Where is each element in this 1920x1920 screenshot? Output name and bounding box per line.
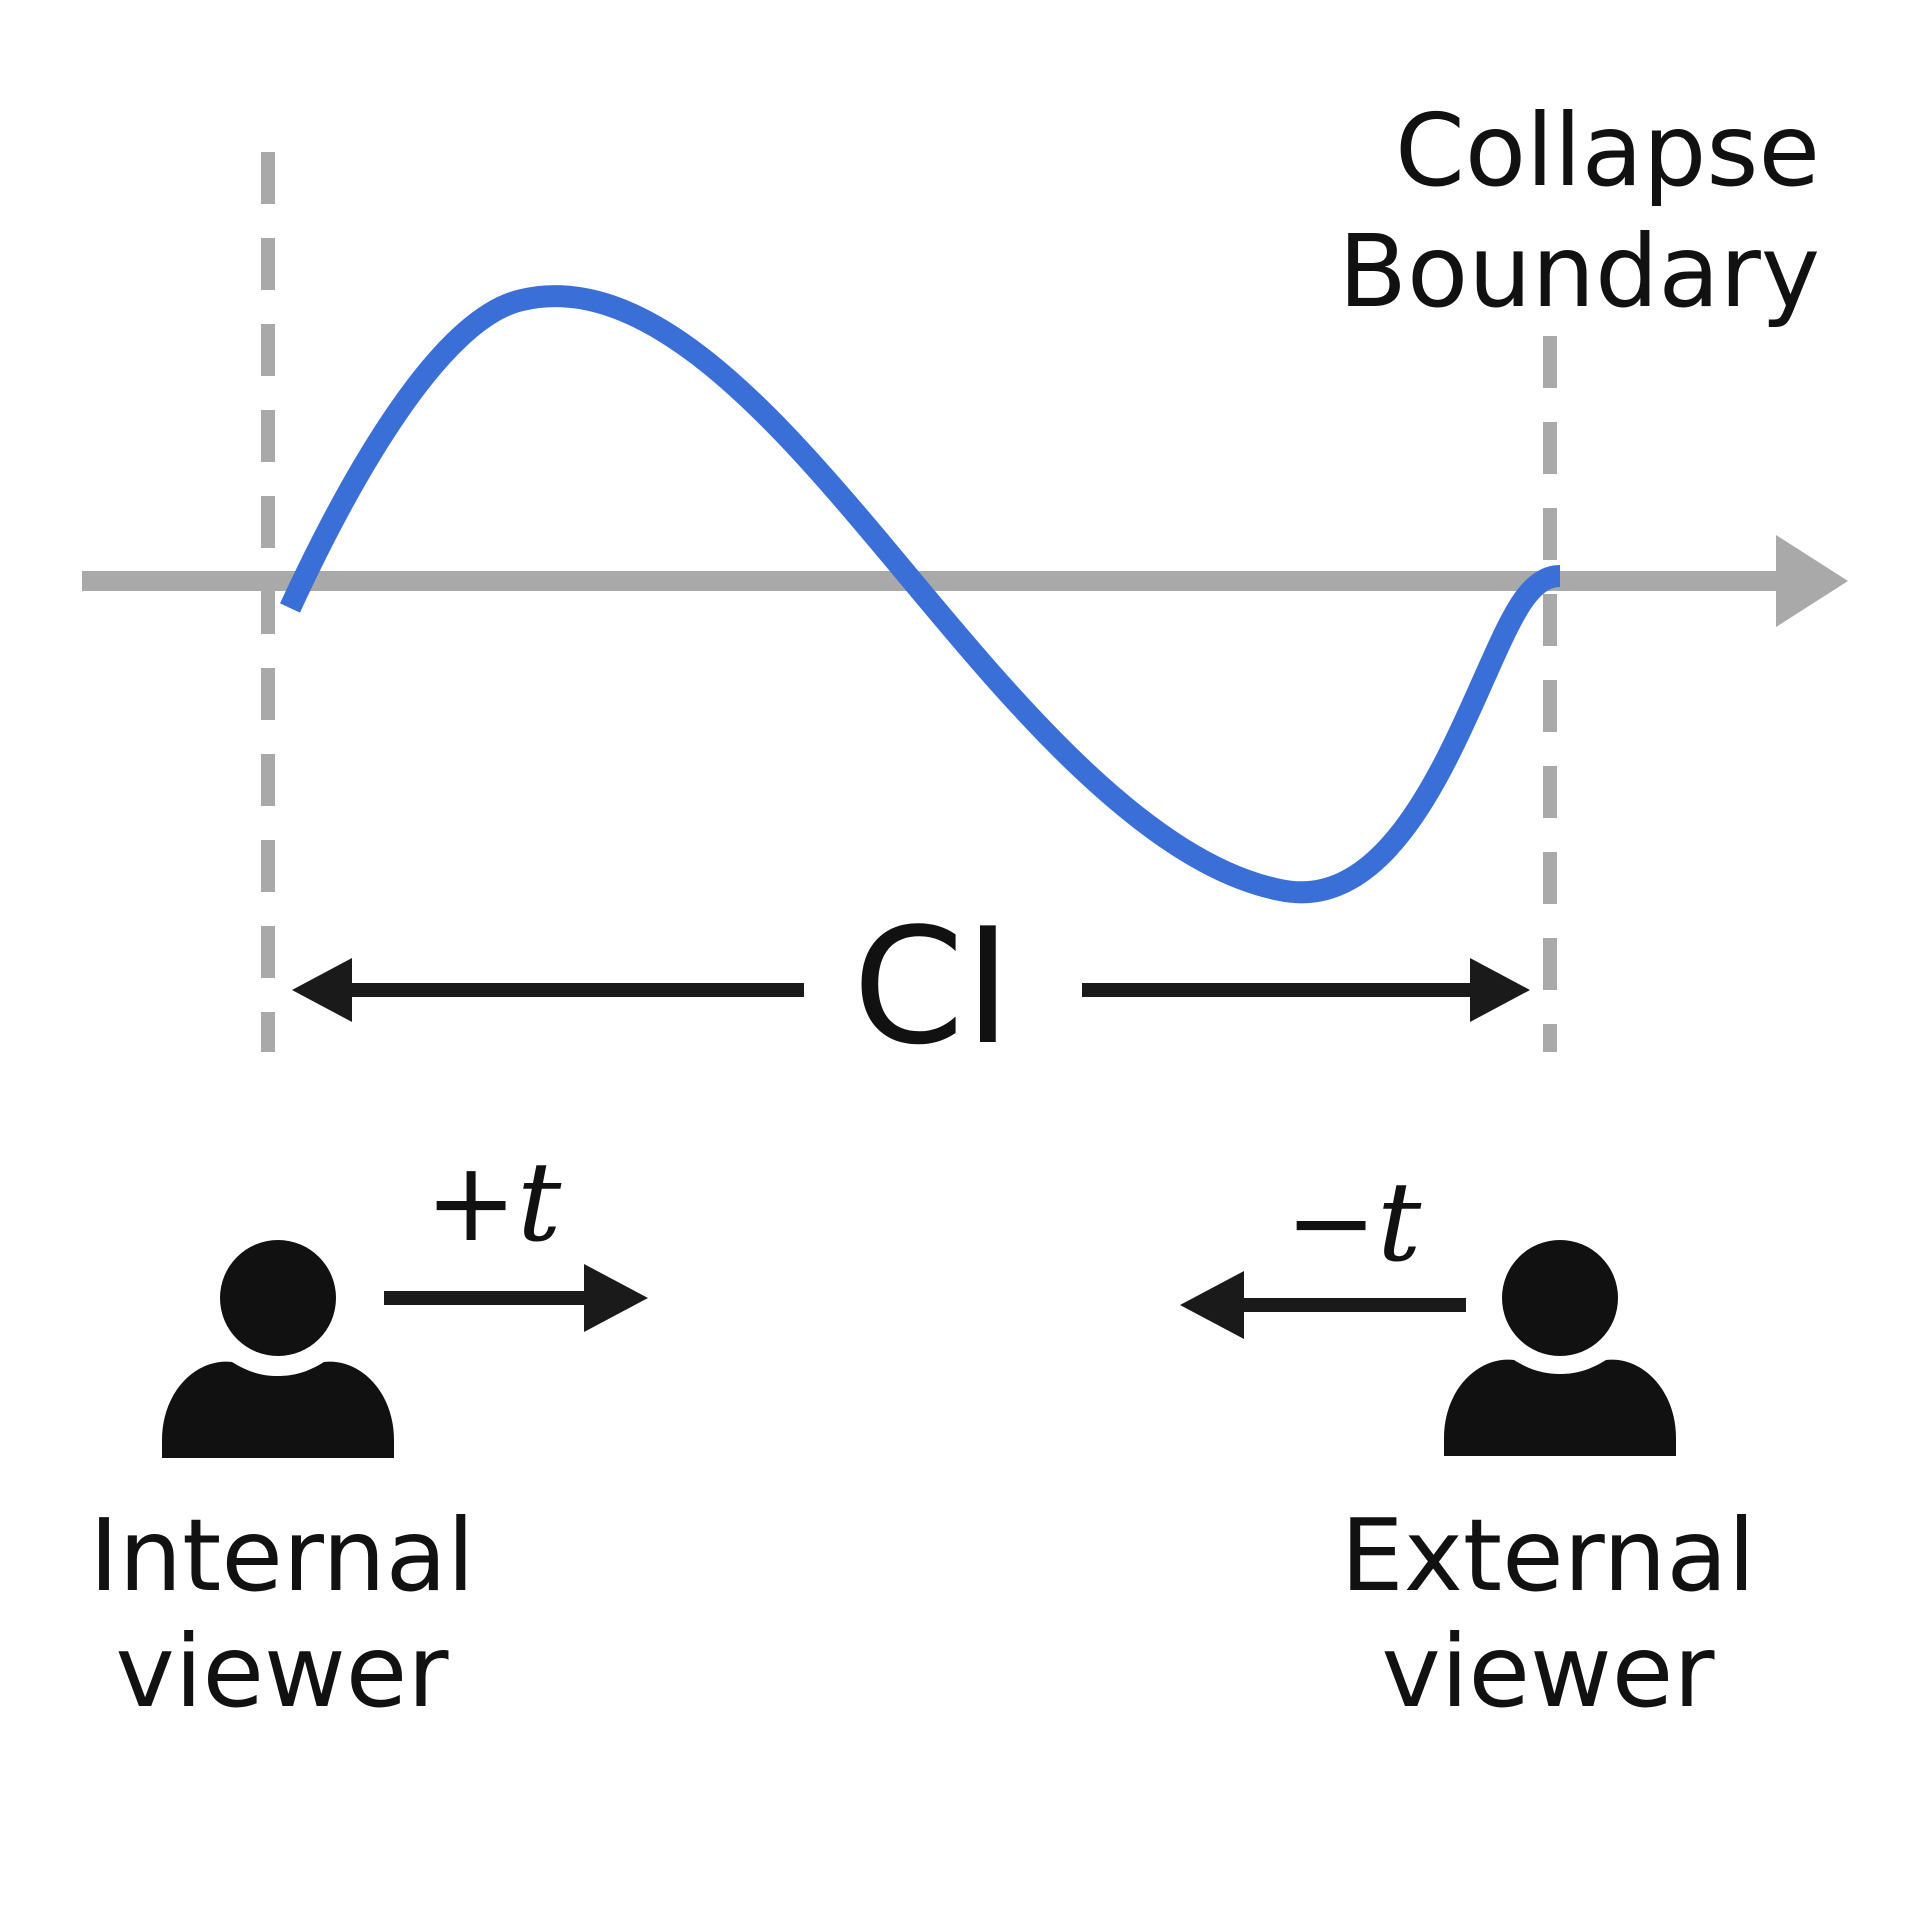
external-direction-label: −t bbox=[1285, 1158, 1422, 1286]
external-direction-sign: − bbox=[1285, 1158, 1377, 1286]
external-direction-var: t bbox=[1377, 1158, 1422, 1286]
ci-label: CI bbox=[853, 893, 1012, 1080]
ci-right-arrowhead-icon bbox=[1470, 958, 1530, 1022]
internal-direction-arrowhead-icon bbox=[584, 1264, 648, 1332]
internal-viewer-person-icon bbox=[162, 1240, 394, 1458]
axis-arrowhead-icon bbox=[1776, 535, 1848, 627]
ci-left-arrowhead-icon bbox=[292, 958, 352, 1022]
collapse-boundary-label-line1: Collapse bbox=[1395, 92, 1820, 209]
internal-viewer-label-line2: viewer bbox=[116, 1613, 450, 1730]
external-viewer-label-line2: viewer bbox=[1382, 1613, 1716, 1730]
internal-viewer-label-line1: Internal bbox=[89, 1497, 474, 1614]
external-viewer-person-icon bbox=[1444, 1240, 1676, 1456]
internal-direction-label: +t bbox=[425, 1138, 562, 1266]
external-viewer-label-line1: External bbox=[1341, 1497, 1756, 1614]
internal-direction-sign: + bbox=[425, 1138, 517, 1266]
internal-direction-var: t bbox=[517, 1138, 562, 1266]
collapse-boundary-label-line2: Boundary bbox=[1338, 213, 1820, 330]
external-direction-arrowhead-icon bbox=[1180, 1271, 1244, 1339]
wave-curve bbox=[280, 285, 1561, 904]
